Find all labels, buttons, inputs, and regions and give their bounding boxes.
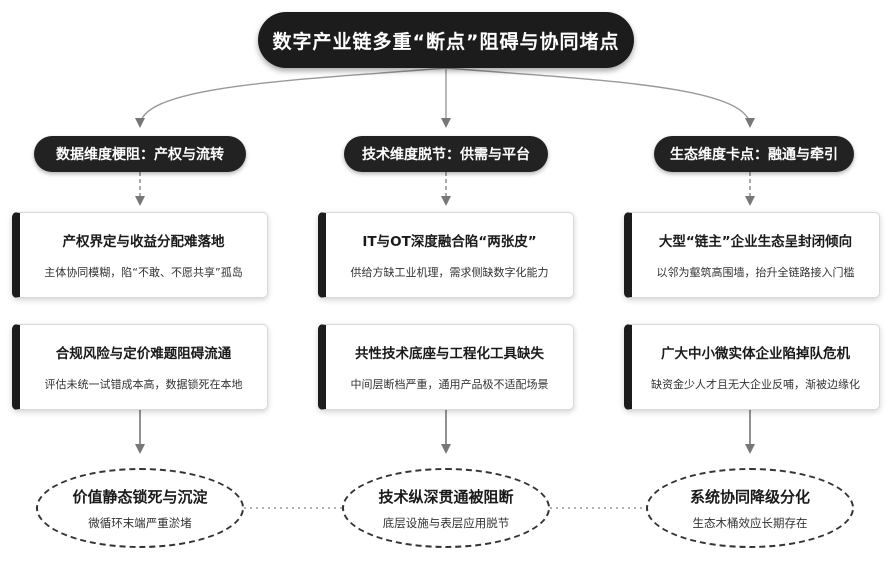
card-desc: 供给方缺工业机理，需求侧缺数字化能力 <box>350 266 549 279</box>
card-data-1: 产权界定与收益分配难落地 主体协同模糊，陷“不敢、不愿共享”孤岛 <box>12 212 268 298</box>
outcome-title: 系统协同降级分化 <box>689 487 810 506</box>
card-title: 共性技术底座与工程化工具缺失 <box>355 346 544 362</box>
card-title: 广大中小微实体企业陷掉队危机 <box>661 346 850 362</box>
outcome-tech: 技术纵深贯通被阻断 底层设施与表层应用脱节 <box>342 468 550 548</box>
card-title: 合规风险与定价难题阻碍流通 <box>55 346 232 362</box>
dimension-tech: 技术维度脱节：供需与平台 <box>344 136 548 172</box>
card-eco-2: 广大中小微实体企业陷掉队危机 缺资金少人才且无大企业反哺，渐被边缘化 <box>624 324 880 410</box>
outcome-desc: 生态木桶效应长期存在 <box>692 515 808 530</box>
outcome-eco: 系统协同降级分化 生态木桶效应长期存在 <box>646 468 854 548</box>
branch-arrow-data <box>135 67 447 128</box>
card-desc: 缺资金少人才且无大企业反哺，渐被边缘化 <box>651 378 860 391</box>
outcome-desc: 微循环末端严重淤堵 <box>88 515 192 530</box>
root-title: 数字产业链多重“断点”阻碍与协同堵点 <box>258 12 634 68</box>
outcome-data: 价值静态锁死与沉淀 微循环末端严重淤堵 <box>36 468 244 548</box>
card-desc: 中间层断档严重，通用产品极不适配场景 <box>350 378 549 391</box>
outcome-title: 技术纵深贯通被阻断 <box>378 487 514 506</box>
outcome-title: 价值静态锁死与沉淀 <box>72 487 208 506</box>
dimension-data: 数据维度梗阻：产权与流转 <box>34 136 246 172</box>
outcome-desc: 底层设施与表层应用脱节 <box>382 515 510 530</box>
card-eco-1: 大型“链主”企业生态呈封闭倾向 以邻为壑筑高围墙，抬升全链路接入门槛 <box>624 212 880 298</box>
card-tech-2: 共性技术底座与工程化工具缺失 中间层断档严重，通用产品极不适配场景 <box>318 324 574 410</box>
card-data-2: 合规风险与定价难题阻碍流通 评估未统一试错成本高，数据锁死在本地 <box>12 324 268 410</box>
card-desc: 以邻为壑筑高围墙，抬升全链路接入门槛 <box>656 266 855 279</box>
card-title: 大型“链主”企业生态呈封闭倾向 <box>658 234 853 250</box>
card-desc: 主体协同模糊，陷“不敢、不愿共享”孤岛 <box>44 266 243 279</box>
card-tech-1: IT与OT深度融合陷“两张皮” 供给方缺工业机理，需求侧缺数字化能力 <box>318 212 574 298</box>
branch-arrow-eco <box>445 67 755 128</box>
dimension-eco: 生态维度卡点：融通与牵引 <box>654 136 854 172</box>
card-title: IT与OT深度融合陷“两张皮” <box>362 234 537 250</box>
card-desc: 评估未统一试错成本高，数据锁死在本地 <box>44 378 243 391</box>
card-title: 产权界定与收益分配难落地 <box>62 234 225 250</box>
